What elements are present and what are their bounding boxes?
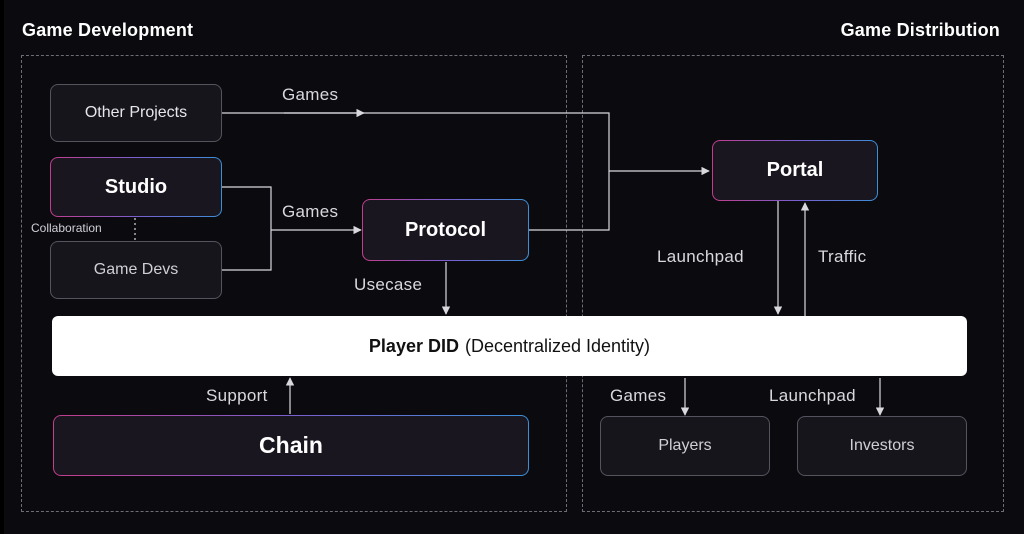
chain-node: Chain	[53, 415, 529, 476]
label-collaboration: Collaboration	[31, 221, 102, 235]
game-development-title: Game Development	[22, 20, 194, 40]
label-traffic: Traffic	[818, 247, 867, 266]
label-games-players: Games	[610, 386, 667, 405]
player-did-subtitle: (Decentralized Identity)	[464, 335, 651, 356]
other-projects-node: Other Projects	[50, 84, 222, 142]
label-games-top: Games	[282, 85, 339, 104]
investors-node: Investors	[797, 416, 967, 476]
player-did-title: Player DID	[368, 335, 459, 356]
label-support: Support	[206, 386, 268, 405]
label-launchpad-portal: Launchpad	[657, 247, 744, 266]
connector-lines	[134, 108, 885, 416]
label-launchpad-investors: Launchpad	[769, 386, 856, 405]
edge-studio-bracket	[222, 186, 272, 271]
label-games-mid: Games	[282, 202, 339, 221]
player-did-bar: Player DID (Decentralized Identity)	[52, 316, 967, 376]
players-node: Players	[600, 416, 770, 476]
portal-node: Portal	[712, 140, 878, 201]
diagram-canvas: Game Development Game Distribution	[4, 0, 1024, 534]
label-usecase: Usecase	[354, 275, 423, 294]
game-devs-node: Game Devs	[50, 241, 222, 299]
protocol-node: Protocol	[362, 199, 529, 261]
game-development-region	[21, 55, 567, 512]
studio-node: Studio	[50, 157, 222, 217]
edge-other-projects-to-portal	[222, 112, 610, 171]
edge-protocol-to-portal	[529, 171, 610, 231]
game-distribution-title: Game Distribution	[840, 20, 1000, 40]
game-distribution-region	[582, 55, 1004, 512]
